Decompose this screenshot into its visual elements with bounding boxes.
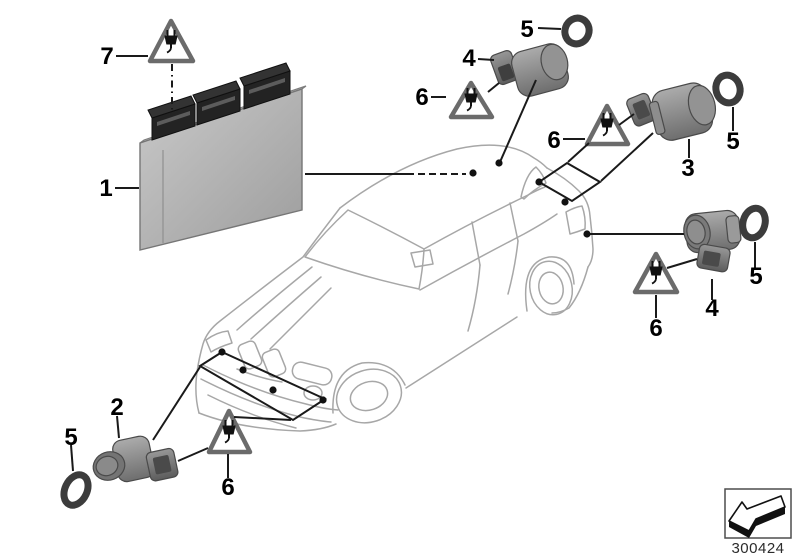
drawing-number: 300424	[731, 540, 784, 557]
sensor-position-dots	[218, 159, 591, 404]
direction-arrow-icon	[728, 495, 786, 538]
leader-lines	[70, 27, 756, 478]
control-unit	[139, 62, 307, 251]
sealing-ring-top	[561, 14, 593, 48]
car-outline	[195, 144, 594, 432]
sensor-position-dot	[535, 178, 543, 186]
front-wheel	[335, 368, 403, 424]
ultrasonic-sensor-3	[626, 82, 717, 141]
callout-5-mid[interactable]: 5	[726, 128, 739, 155]
callout-6-rear[interactable]: 6	[649, 315, 662, 342]
front-sensor-bracket	[198, 350, 328, 422]
sealing-ring-front	[60, 471, 92, 509]
ecu-connector	[192, 80, 241, 126]
sensor-position-dot	[583, 230, 591, 238]
warning-triangle-icon	[147, 18, 196, 64]
headlight	[291, 361, 333, 386]
sensor-position-dot	[269, 386, 277, 394]
sensor-position-dot	[469, 169, 477, 177]
ultrasonic-sensor-front	[92, 435, 179, 483]
ecu-connector	[147, 95, 196, 141]
callout-5-top[interactable]: 5	[520, 16, 533, 43]
callout-5-rear[interactable]: 5	[749, 263, 762, 290]
callout-4-top[interactable]: 4	[462, 45, 476, 72]
callout-6-mid[interactable]: 6	[547, 127, 560, 154]
sensor-position-dot	[319, 396, 327, 404]
callout-6-front[interactable]: 6	[221, 474, 234, 501]
sensor-position-dot	[561, 198, 569, 206]
ultrasonic-sensor-rear	[683, 209, 742, 273]
sealing-ring-rear	[739, 204, 769, 242]
rear-sensor-bracket	[537, 161, 602, 203]
ecu-connector	[239, 62, 291, 110]
warning-triangle-icon	[584, 103, 631, 147]
callout-7[interactable]: 7	[100, 43, 113, 70]
sensor-position-dot	[239, 366, 247, 374]
warning-triangle-icon	[448, 80, 495, 120]
sealing-ring-mid	[712, 71, 744, 107]
sensor-position-dot	[495, 159, 503, 167]
fog-light	[303, 385, 323, 401]
sensor-position-dot	[218, 348, 226, 356]
callout-1[interactable]: 1	[99, 175, 112, 202]
warning-triangle-icon	[206, 408, 253, 455]
drawing-number-box: 300424	[724, 488, 792, 557]
callout-5-front[interactable]: 5	[64, 424, 77, 451]
callout-3[interactable]: 3	[681, 155, 694, 182]
callouts: 7 1 2 5 6 4 6 5 6 3 5 5 4 6	[64, 16, 762, 501]
callout-4-rear[interactable]: 4	[705, 295, 719, 322]
callout-6-top[interactable]: 6	[415, 84, 428, 111]
rear-wheel	[528, 260, 574, 316]
callout-2[interactable]: 2	[110, 394, 123, 421]
ultrasonic-sensor-top	[489, 43, 569, 97]
warning-triangle-icon	[632, 251, 680, 295]
kidney-grille-right	[261, 348, 287, 378]
